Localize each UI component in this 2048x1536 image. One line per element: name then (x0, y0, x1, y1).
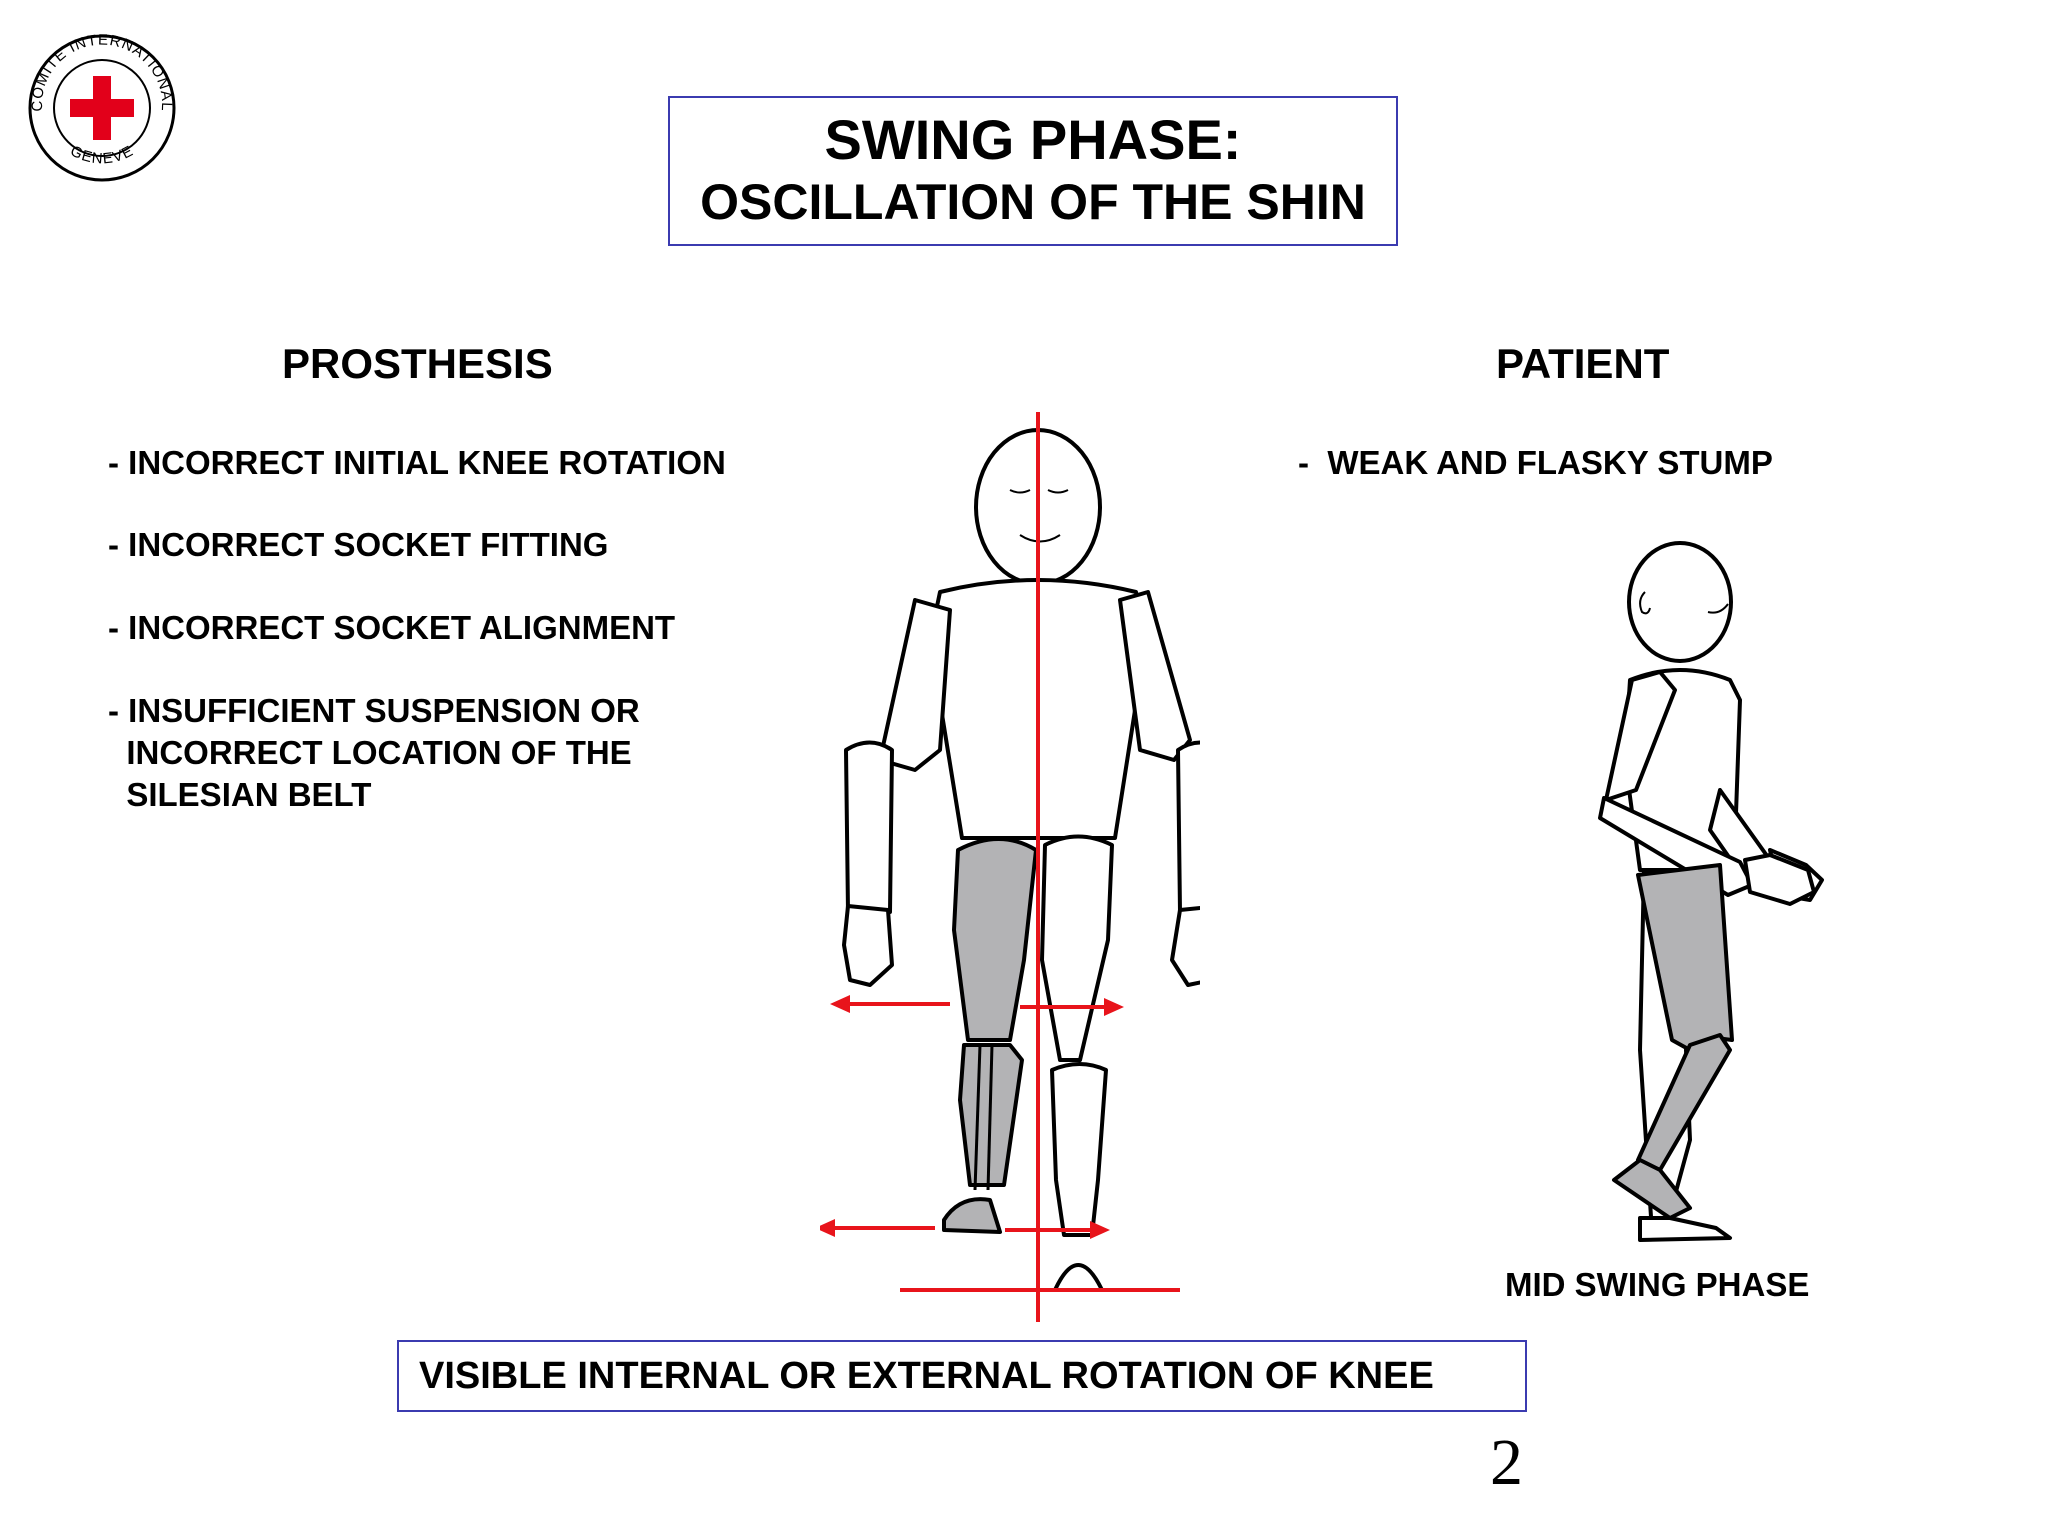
page-number: 2 (1490, 1426, 1523, 1499)
title-line-1: SWING PHASE: (824, 108, 1242, 171)
prosthetic-foot (942, 1197, 1002, 1234)
title-line-2: OSCILLATION OF THE SHIN (700, 174, 1366, 230)
red-cross-icon (70, 76, 134, 140)
side-figure-caption: MID SWING PHASE (1505, 1266, 1810, 1303)
side-figure-head (1627, 541, 1733, 663)
prosthesis-item: - INCORRECT INITIAL KNEE ROTATION (108, 444, 726, 481)
left-hand (1170, 905, 1200, 987)
side-figure-illustration (1598, 541, 1824, 1242)
sound-foot (1053, 1263, 1104, 1292)
patient-item: - WEAK AND FLASKY STUMP (1298, 444, 1773, 481)
left-forearm (1176, 740, 1200, 914)
right-forearm (844, 740, 894, 914)
side-figure-sound-foot (1638, 1216, 1732, 1242)
icrc-logo: COMITE INTERNATIONAL GENEVE (28, 32, 176, 182)
prosthesis-item: - INSUFFICIENT SUSPENSION OR INCORRECT L… (108, 692, 640, 813)
prosthesis-heading: PROSTHESIS (282, 340, 553, 387)
side-figure-front-hand (1743, 853, 1816, 906)
patient-heading: PATIENT (1496, 340, 1670, 387)
title-box: SWING PHASE: OSCILLATION OF THE SHIN (668, 96, 1398, 246)
side-figure-upper-arm (1604, 670, 1677, 802)
alignment-markers (820, 412, 1180, 1322)
sound-shin (1050, 1062, 1108, 1237)
side-figure-prosthetic-shin (1636, 1033, 1732, 1172)
prosthesis-item: - INCORRECT SOCKET FITTING (108, 526, 609, 563)
front-figure-illustration (820, 412, 1200, 1322)
prosthetic-socket (952, 837, 1038, 1042)
bottom-note-box: VISIBLE INTERNAL OR EXTERNAL ROTATION OF… (397, 1340, 1527, 1412)
right-upper-arm (878, 598, 952, 772)
right-hand (842, 904, 894, 987)
bottom-note-text: VISIBLE INTERNAL OR EXTERNAL ROTATION OF… (419, 1354, 1434, 1397)
prosthesis-item: - INCORRECT SOCKET ALIGNMENT (108, 609, 676, 646)
side-figure-prosthetic-foot (1612, 1158, 1692, 1220)
sound-thigh (1040, 834, 1114, 1062)
